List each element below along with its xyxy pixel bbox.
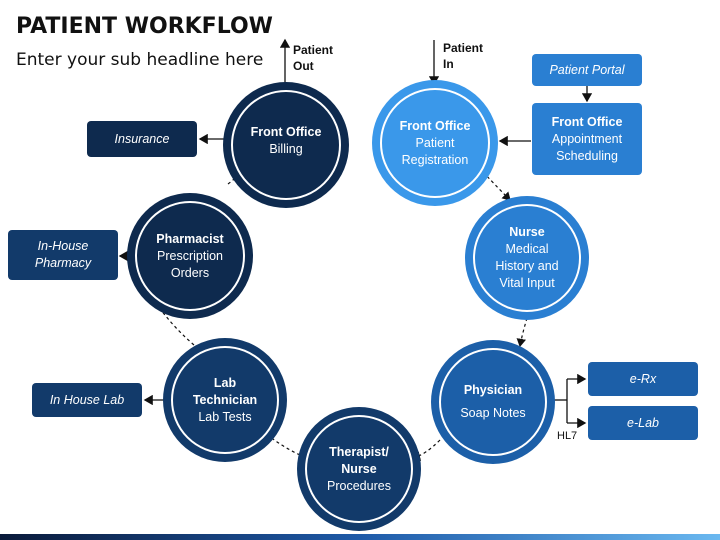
box-in-house-lab: In House Lab xyxy=(32,383,142,417)
box-elab: e-Lab xyxy=(588,406,698,440)
box-patient-portal: Patient Portal xyxy=(532,54,642,86)
node-front-office-registration: Front Office Patient Registration xyxy=(372,80,498,206)
box-erx: e-Rx xyxy=(588,362,698,396)
node-front-office-billing: Front Office Billing xyxy=(223,82,349,208)
node-pharmacist: Pharmacist Prescription Orders xyxy=(127,193,253,319)
label-hl7: HL7 xyxy=(557,430,578,442)
label-patient-out: Patient Out xyxy=(293,43,334,73)
connector-lab-to-pharmacist xyxy=(147,288,195,346)
label-patient-in: Patient In xyxy=(443,41,484,71)
node-lab-technician: Lab Technician Lab Tests xyxy=(163,338,287,462)
node-therapist-nurse: Therapist/ Nurse Procedures xyxy=(297,407,421,531)
node-nurse: Nurse Medical History and Vital Input xyxy=(465,196,589,320)
connector-nurse-to-physician xyxy=(516,317,528,348)
box-in-house-pharmacy: In-House Pharmacy xyxy=(8,230,118,280)
node-physician: Physician Soap Notes xyxy=(431,340,555,464)
box-appointment-scheduling: Front Office Appointment Scheduling xyxy=(532,103,642,175)
bottom-accent-bar xyxy=(0,534,720,540)
page-subtitle: Enter your sub headline here xyxy=(16,50,264,70)
box-insurance: Insurance xyxy=(87,121,197,157)
page-title: PATIENT WORKFLOW xyxy=(16,14,273,39)
